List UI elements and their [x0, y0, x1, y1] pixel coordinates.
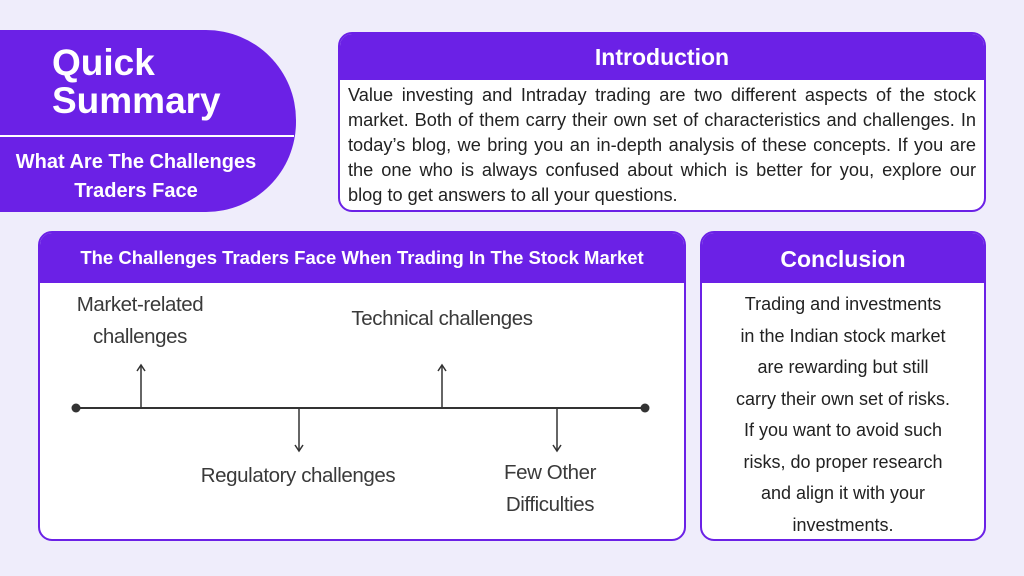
challenge-label-technical: Technical challenges	[351, 307, 533, 330]
conclusion-heading: Conclusion	[702, 233, 984, 283]
challenge-label-regulatory: Regulatory challenges	[200, 464, 396, 487]
quick-summary-title: Quick Summary	[52, 44, 221, 120]
quick-summary-subtitle-line2: Traders Face	[74, 180, 198, 202]
challenges-heading: The Challenges Traders Face When Trading…	[40, 233, 684, 283]
challenges-timeline-diagram	[71, 363, 650, 453]
quick-summary-subtitle: What Are The Challenges Traders Face	[0, 148, 272, 206]
introduction-heading: Introduction	[340, 34, 984, 80]
quick-summary-title-line1: Quick	[52, 42, 155, 83]
timeline-end-dot	[640, 403, 650, 413]
quick-summary-banner: Quick Summary What Are The Challenges Tr…	[0, 30, 296, 212]
arrow-down-other	[552, 408, 562, 453]
arrow-up-market	[136, 363, 146, 408]
quick-summary-subtitle-line1: What Are The Challenges	[15, 151, 257, 173]
introduction-card: Introduction Value investing and Intrada…	[338, 32, 986, 212]
arrow-down-regulatory	[294, 408, 304, 453]
quick-summary-divider	[0, 135, 294, 137]
challenge-label-market: Market-related challenges	[76, 293, 204, 348]
timeline-start-dot	[71, 403, 81, 413]
quick-summary-title-line2: Summary	[52, 80, 221, 121]
challenges-card: The Challenges Traders Face When Trading…	[38, 231, 686, 541]
conclusion-body: Trading and investments in the Indian st…	[735, 294, 951, 535]
conclusion-card: Conclusion Trading and investments in th…	[700, 231, 986, 541]
challenge-label-other: Few Other Difficulties	[503, 461, 597, 516]
arrow-up-technical	[437, 363, 447, 408]
introduction-body: Value investing and Intraday trading are…	[348, 85, 976, 205]
